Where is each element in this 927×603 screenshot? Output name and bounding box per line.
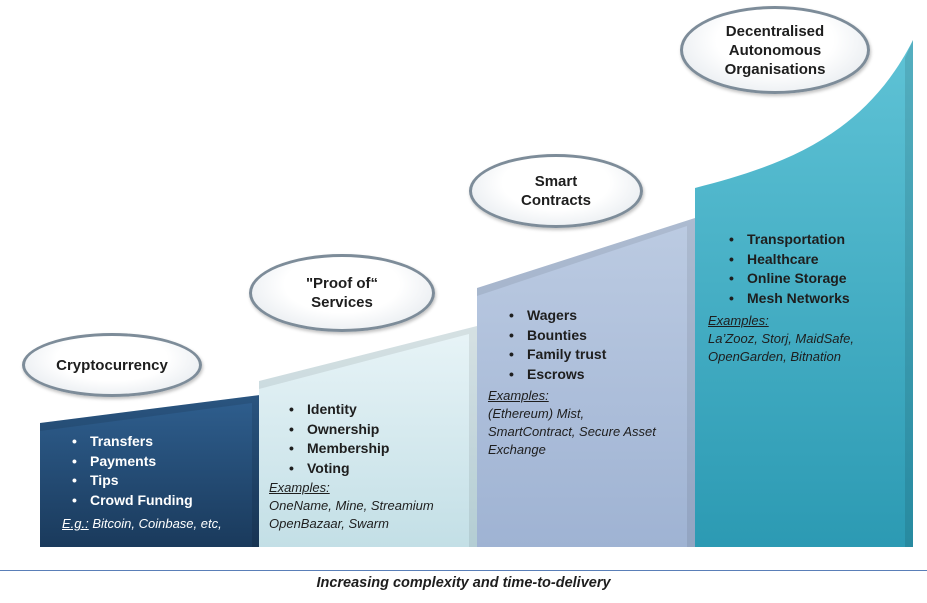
stage-title-oval: "Proof of“ Services	[249, 254, 435, 332]
feature-list: Transportation Healthcare Online Storage…	[719, 230, 913, 308]
stage-block-proof-of-services: Identity Ownership Membership Voting Exa…	[259, 326, 477, 547]
stage-title-oval: Decentralised Autonomous Organisations	[680, 6, 870, 94]
feature-list: Identity Ownership Membership Voting	[279, 400, 479, 478]
stage-block-cryptocurrency: Transfers Payments Tips Crowd Funding E.…	[40, 395, 260, 547]
stage-title: Smart Contracts	[520, 173, 591, 209]
stage-title-oval: Cryptocurrency	[22, 333, 202, 397]
list-item: Transfers	[62, 432, 258, 452]
block-content: Transfers Payments Tips Crowd Funding E.…	[62, 432, 258, 533]
list-item: Crowd Funding	[62, 491, 258, 511]
list-item: Mesh Networks	[719, 289, 913, 309]
stage-title-oval: Smart Contracts	[469, 154, 643, 228]
examples-text: Bitcoin, Coinbase, etc,	[88, 516, 222, 531]
list-item: Wagers	[499, 306, 695, 326]
examples-text: La’Zooz, Storj, MaidSafe, OpenGarden, Bi…	[708, 331, 854, 364]
list-item: Tips	[62, 471, 258, 491]
block-content: Identity Ownership Membership Voting Exa…	[269, 400, 479, 533]
list-item: Online Storage	[719, 269, 913, 289]
list-item: Healthcare	[719, 250, 913, 270]
list-item: Ownership	[279, 420, 479, 440]
block-content: Transportation Healthcare Online Storage…	[708, 230, 913, 366]
list-item: Voting	[279, 459, 479, 479]
examples-text: (Ethereum) Mist, SmartContract, Secure A…	[488, 406, 656, 457]
stage-title: Cryptocurrency	[56, 356, 168, 374]
axis-line	[0, 570, 927, 571]
axis-caption: Increasing complexity and time-to-delive…	[316, 575, 611, 591]
list-item: Transportation	[719, 230, 913, 250]
block-content: Wagers Bounties Family trust Escrows Exa…	[488, 306, 695, 459]
list-item: Membership	[279, 439, 479, 459]
stage-title: "Proof of“ Services	[305, 275, 379, 311]
feature-list: Transfers Payments Tips Crowd Funding	[62, 432, 258, 510]
stage-title: Decentralised Autonomous Organisations	[724, 22, 826, 78]
stage-block-dao: Transportation Healthcare Online Storage…	[695, 40, 913, 547]
stage-block-smart-contracts: Wagers Bounties Family trust Escrows Exa…	[477, 218, 695, 547]
list-item: Payments	[62, 452, 258, 472]
list-item: Bounties	[499, 326, 695, 346]
examples-text: OneName, Mine, Streamium OpenBazaar, Swa…	[269, 498, 434, 531]
list-item: Identity	[279, 400, 479, 420]
examples-label: E.g.:	[62, 516, 89, 531]
list-item: Family trust	[499, 345, 695, 365]
examples-label: Examples:	[708, 313, 769, 328]
list-item: Escrows	[499, 365, 695, 385]
examples-label: Examples:	[269, 480, 330, 495]
feature-list: Wagers Bounties Family trust Escrows	[499, 306, 695, 384]
examples-label: Examples:	[488, 388, 549, 403]
